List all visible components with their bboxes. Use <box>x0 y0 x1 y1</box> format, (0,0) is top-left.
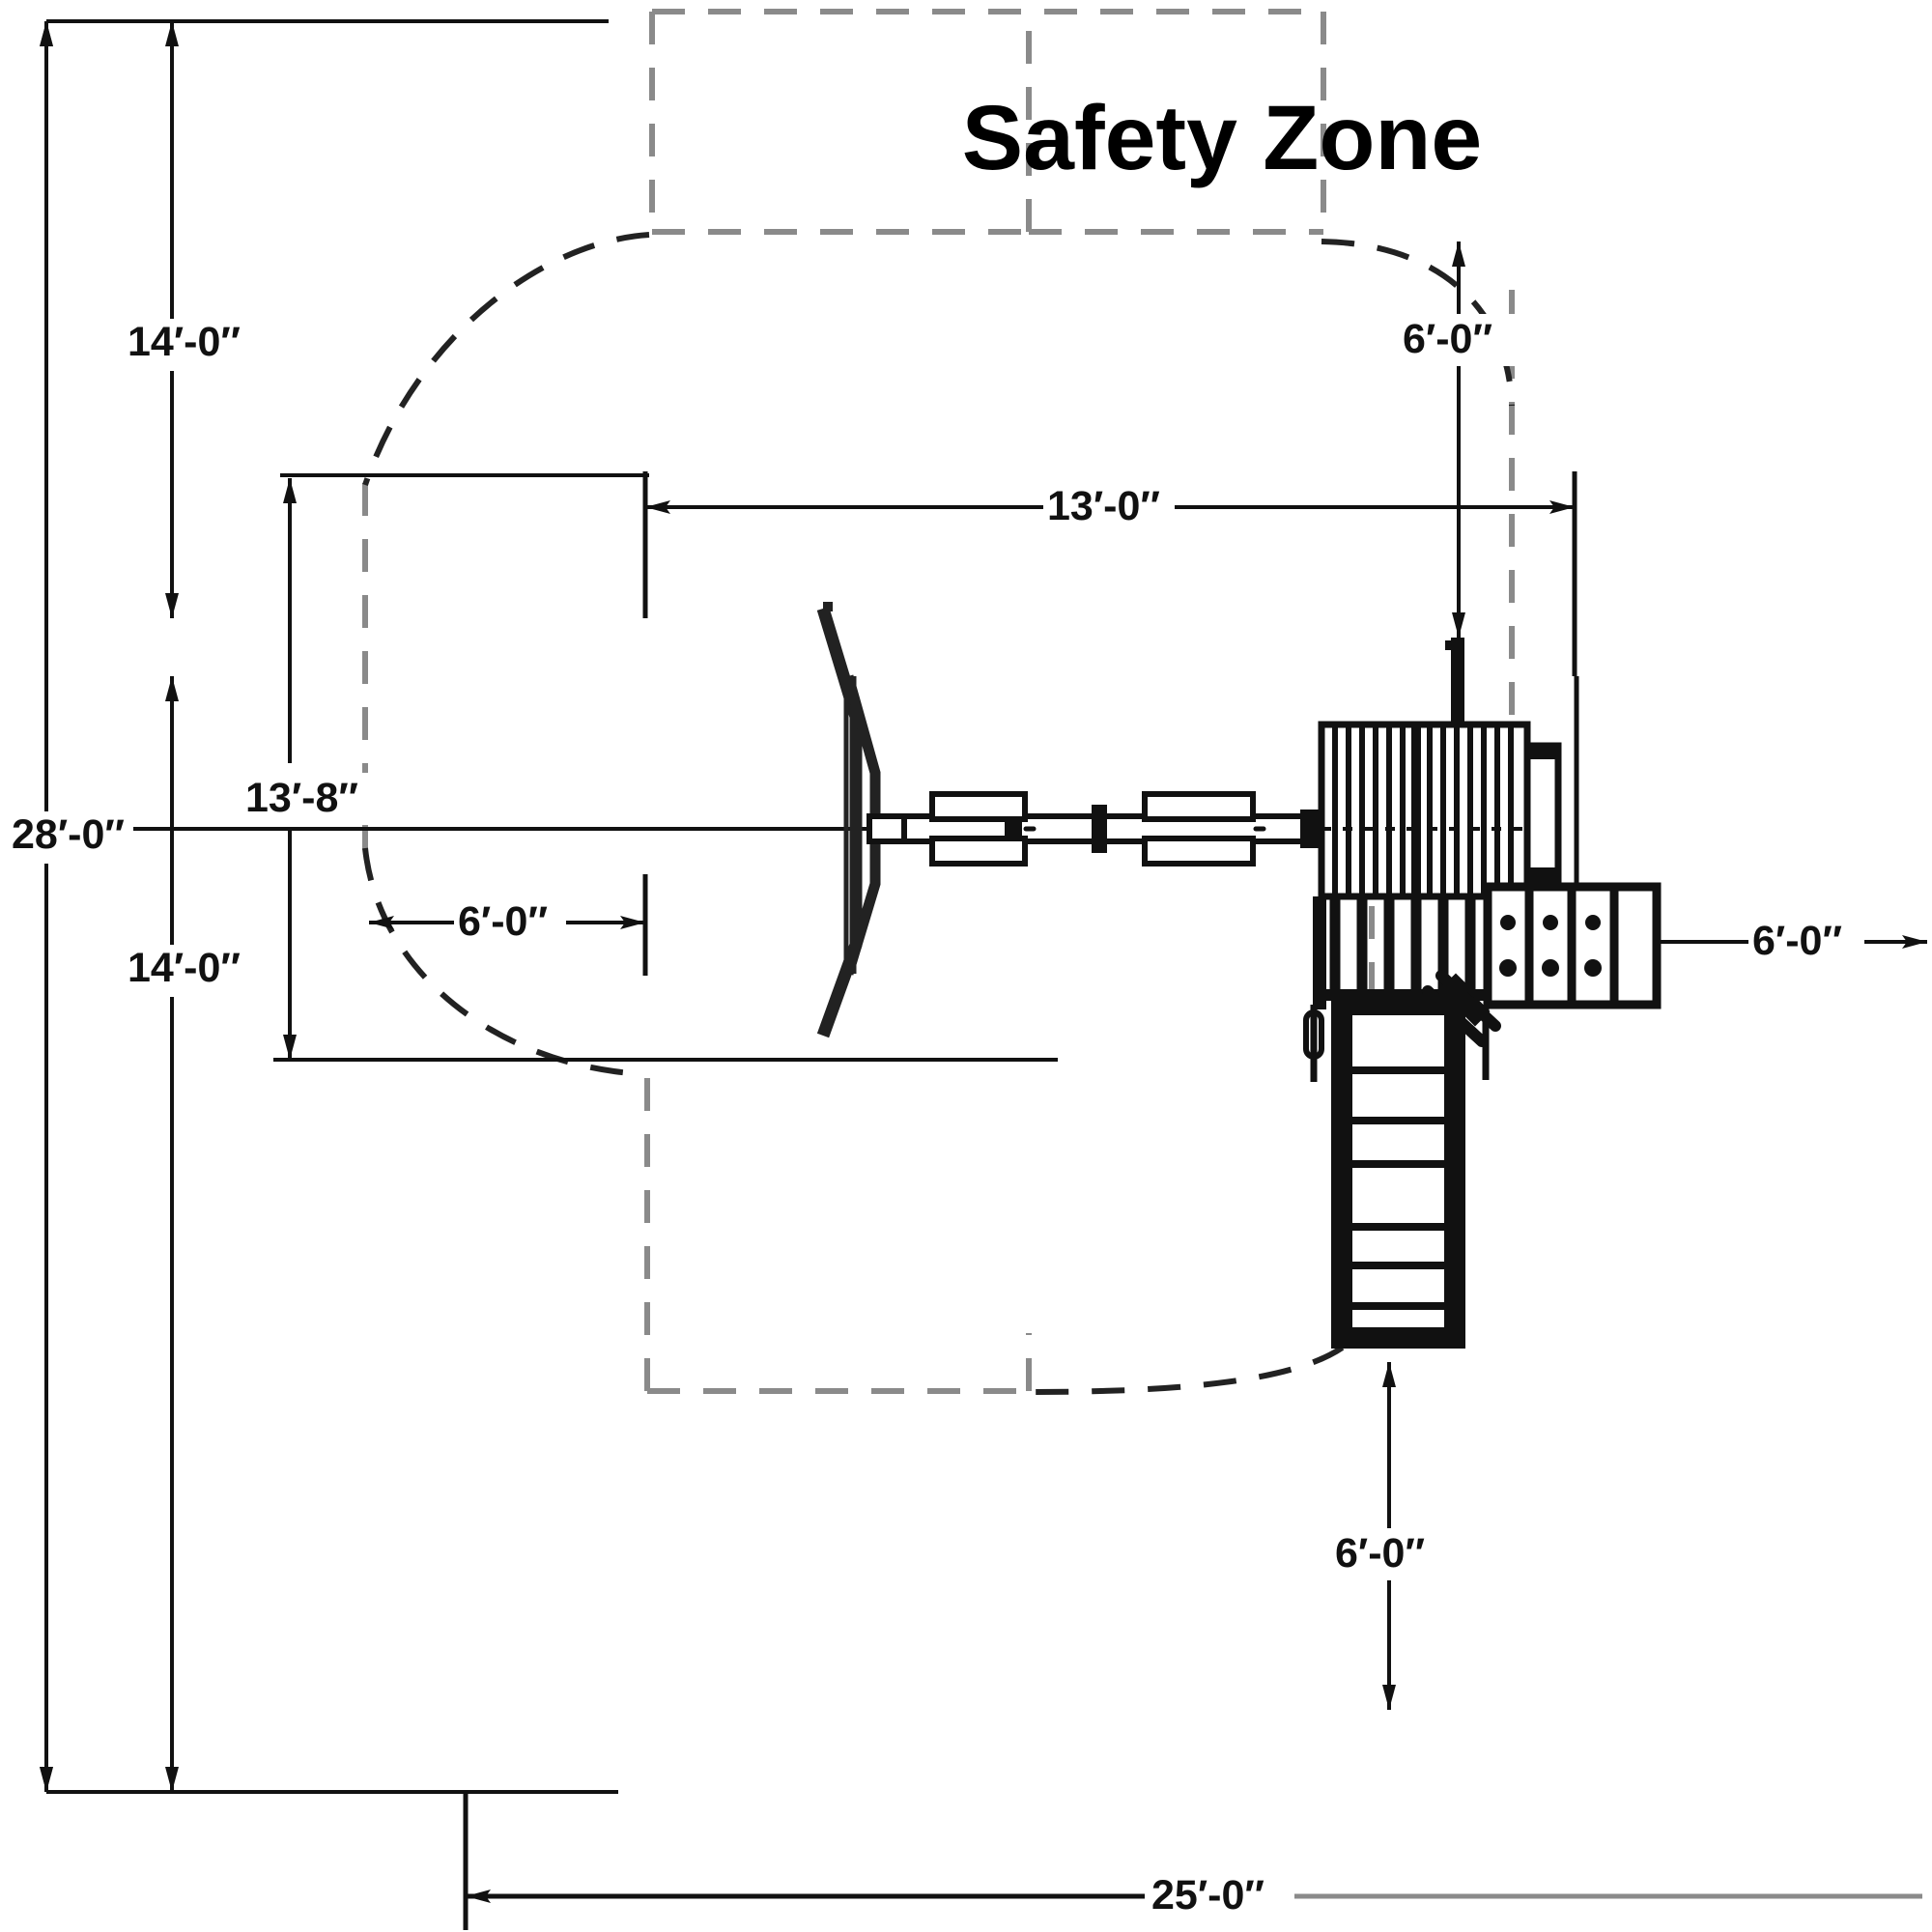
label-structure-width: 13′-0″ <box>1043 481 1175 533</box>
label-slide-clearance-bottom: 6′-0″ <box>1331 1528 1447 1580</box>
swing-seat-1 <box>929 791 1028 867</box>
upper-half-height-text: 14′-0″ <box>128 319 241 365</box>
swing-bay-height-text: 13′-8″ <box>245 775 358 821</box>
swing-beam <box>867 791 1325 867</box>
swing-seat-2 <box>1142 791 1256 867</box>
title-label: Safety Zone <box>962 87 1482 189</box>
deck-top-post <box>1445 638 1464 726</box>
label-swing-clearance-left: 6′-0″ <box>454 896 566 949</box>
dimension-swing-bay-height <box>283 478 297 1060</box>
overall-width-text: 25′-0″ <box>1151 1872 1264 1918</box>
safety-zone-boundary-right-top <box>1029 12 1326 235</box>
extension-lines <box>46 19 1058 1794</box>
deck-side-panel <box>1523 742 1562 885</box>
lower-half-height-text: 14′-0″ <box>128 945 241 991</box>
climb-panel-right <box>1483 882 1662 1009</box>
dimension-overall-width <box>463 1792 1922 1930</box>
slide-ladder <box>1303 994 1490 1349</box>
main-deck <box>1318 721 1531 900</box>
label-swing-bay-height: 13′-8″ <box>242 773 369 825</box>
structure-width-text: 13′-0″ <box>1047 483 1160 529</box>
label-lower-half-height: 14′-0″ <box>124 945 249 997</box>
dimension-overall-height <box>40 21 53 1792</box>
label-deck-clearance-right: 6′-0″ <box>1748 916 1864 968</box>
label-upper-half-height: 14′-0″ <box>124 319 249 371</box>
overall-height-text: 28′-0″ <box>12 811 125 858</box>
swing-clearance-left-text: 6′-0″ <box>458 898 548 945</box>
deck-clearance-right-text: 6′-0″ <box>1752 918 1842 964</box>
dimension-lower-half-height <box>165 676 179 1792</box>
dimension-deck-clearance-top <box>1452 242 1465 638</box>
label-overall-width: 25′-0″ <box>1146 1870 1293 1922</box>
label-deck-clearance-top: 6′-0″ <box>1399 314 1515 366</box>
slide-clearance-bottom-text: 6′-0″ <box>1335 1530 1425 1577</box>
deck-clearance-top-text: 6′-0″ <box>1403 316 1492 362</box>
label-overall-height: 28′-0″ <box>8 811 133 864</box>
